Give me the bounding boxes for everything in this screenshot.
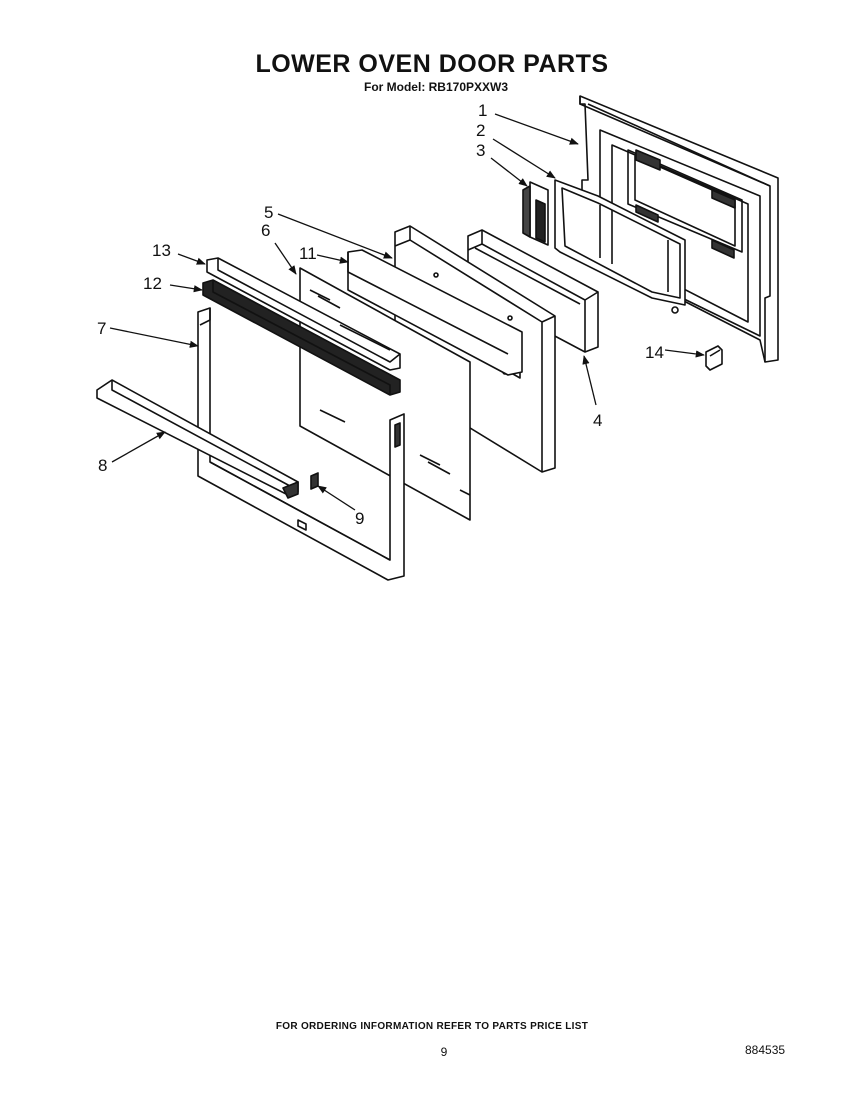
inner-door-panel — [579, 95, 779, 363]
callout-1: 1 — [478, 101, 487, 120]
ordering-footer: FOR ORDERING INFORMATION REFER TO PARTS … — [275, 1021, 589, 1032]
callout-labels: 1 2 3 4 5 6 7 8 9 11 12 13 14 — [97, 101, 664, 528]
door-handle — [96, 379, 299, 499]
exploded-door-diagram: 1 2 3 4 5 6 7 8 9 11 12 13 14 — [96, 95, 779, 581]
hinge-bracket — [522, 181, 549, 246]
callout-9: 9 — [355, 509, 364, 528]
callout-11: 11 — [299, 244, 317, 263]
callout-13: 13 — [152, 241, 171, 260]
small-clip — [310, 472, 319, 490]
callout-3: 3 — [476, 141, 485, 160]
leader-lines — [109, 113, 705, 511]
callout-6: 6 — [261, 221, 270, 240]
page-number: 9 — [440, 1045, 448, 1059]
model-subtitle: For Model: RB170PXXW3 — [363, 80, 509, 94]
callout-2: 2 — [476, 121, 485, 140]
callout-12: 12 — [143, 274, 162, 293]
callout-7: 7 — [97, 319, 106, 338]
document-number: 884535 — [745, 1043, 786, 1057]
top-channel — [206, 257, 401, 371]
callout-5: 5 — [264, 203, 273, 222]
callout-4: 4 — [593, 411, 602, 430]
callout-14: 14 — [645, 343, 664, 362]
side-clip — [705, 345, 723, 371]
door-gasket — [554, 179, 686, 306]
vent-trim — [202, 279, 401, 396]
callout-8: 8 — [98, 456, 107, 475]
page-title: LOWER OVEN DOOR PARTS — [255, 50, 609, 78]
outer-door-frame — [197, 307, 405, 581]
